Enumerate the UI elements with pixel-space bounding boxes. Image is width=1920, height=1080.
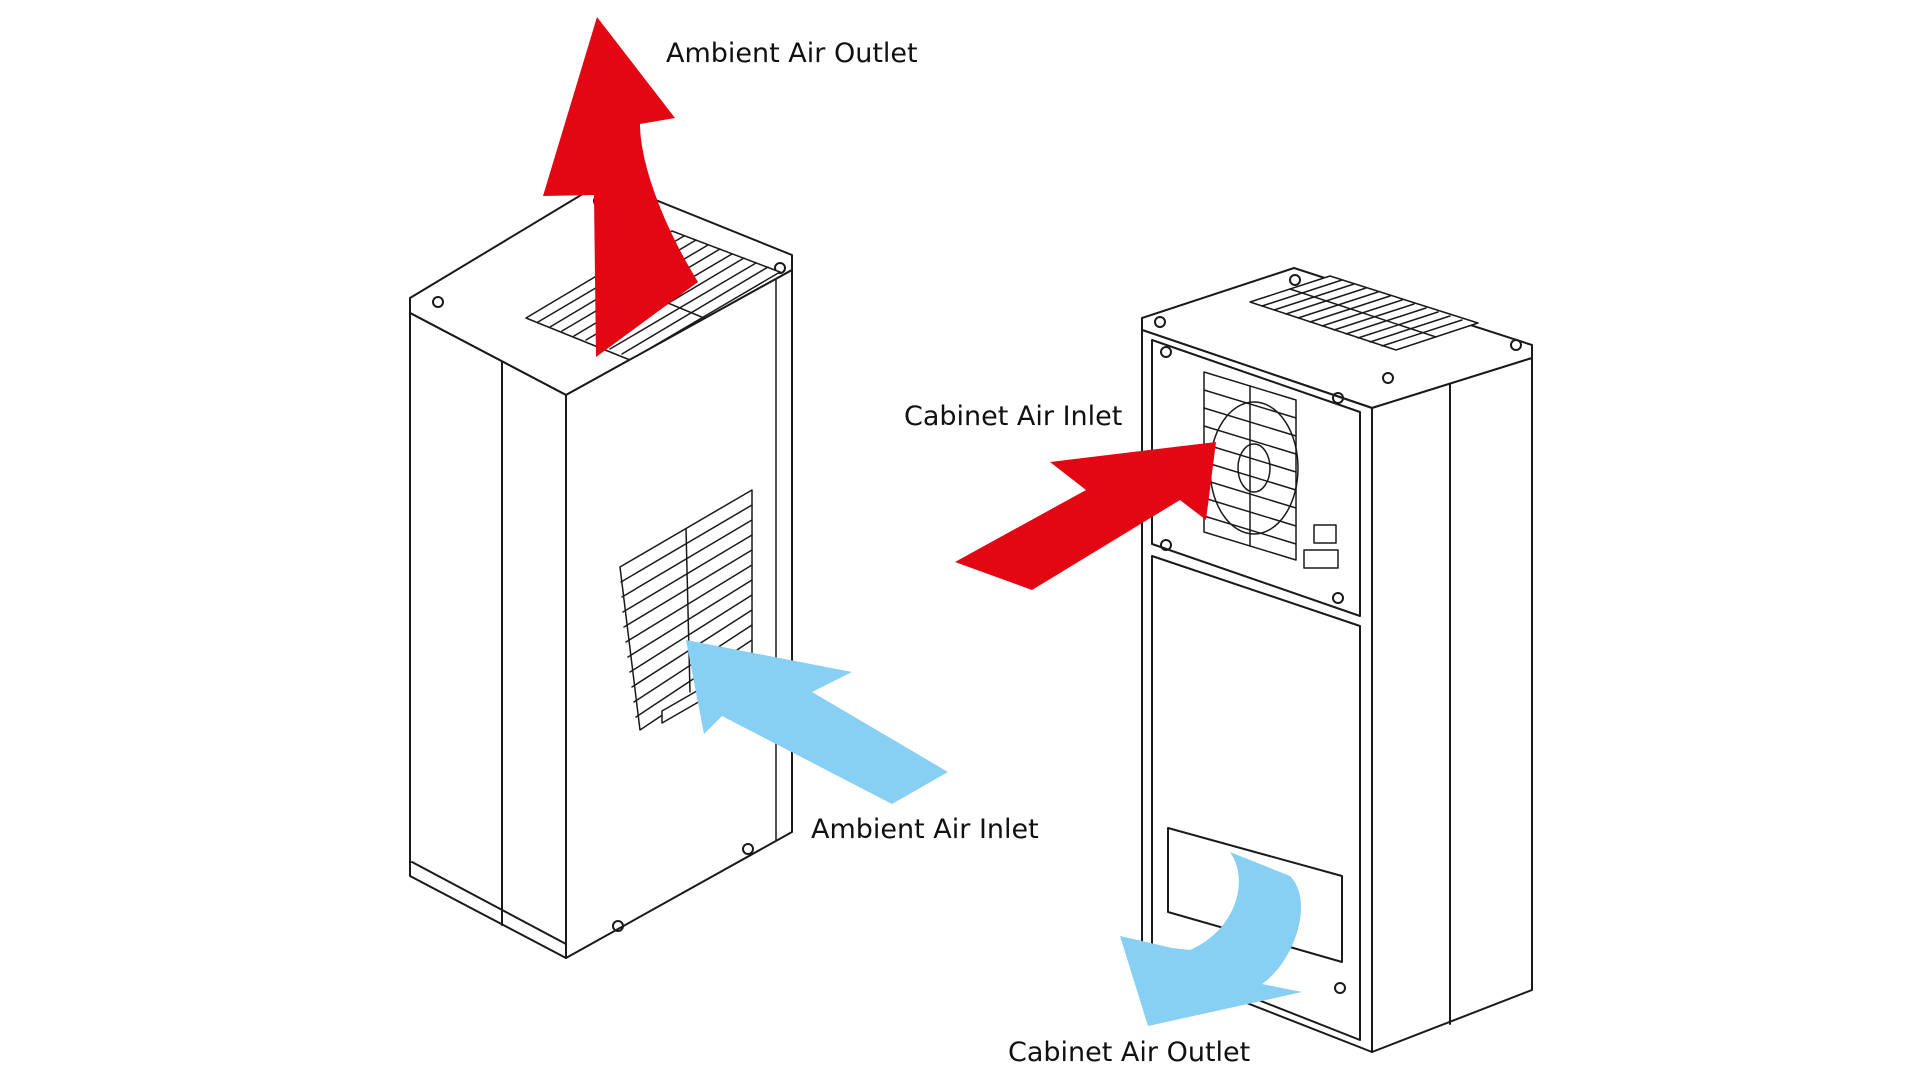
right-unit-side-face <box>1371 357 1533 1053</box>
left-unit-side-face <box>409 312 567 959</box>
screw-icon <box>774 262 786 274</box>
screw-icon <box>1510 339 1522 351</box>
left-cooling-unit <box>409 179 793 959</box>
fan-grille <box>1203 371 1299 561</box>
control-plates <box>1303 524 1339 569</box>
cabinet-air-outlet-arrow <box>1120 852 1302 1026</box>
screw-icon <box>1160 539 1172 551</box>
right-cooling-unit <box>1141 267 1533 1053</box>
cabinet-air-inlet-label: Cabinet Air Inlet <box>904 401 1123 432</box>
cabinet-air-outlet-label: Cabinet Air Outlet <box>1008 1037 1251 1068</box>
screw-icon <box>1332 592 1344 604</box>
screw-icon <box>1289 274 1301 286</box>
ambient-air-inlet-label: Ambient Air Inlet <box>811 814 1039 845</box>
screw-icon <box>612 920 624 932</box>
screw-icon <box>742 843 754 855</box>
screw-icon <box>1160 346 1172 358</box>
screw-icon <box>1332 392 1344 404</box>
screw-icon <box>1154 316 1166 328</box>
ambient-air-outlet-arrow <box>543 17 698 357</box>
ambient-air-outlet-label: Ambient Air Outlet <box>666 38 918 69</box>
screw-icon <box>432 296 444 308</box>
screw-icon <box>1382 372 1394 384</box>
ambient-air-inlet-arrow <box>686 640 948 804</box>
right-top-vent-grille <box>1249 275 1479 351</box>
cabinet-air-inlet-arrow <box>955 442 1216 590</box>
screw-icon <box>1334 982 1346 994</box>
